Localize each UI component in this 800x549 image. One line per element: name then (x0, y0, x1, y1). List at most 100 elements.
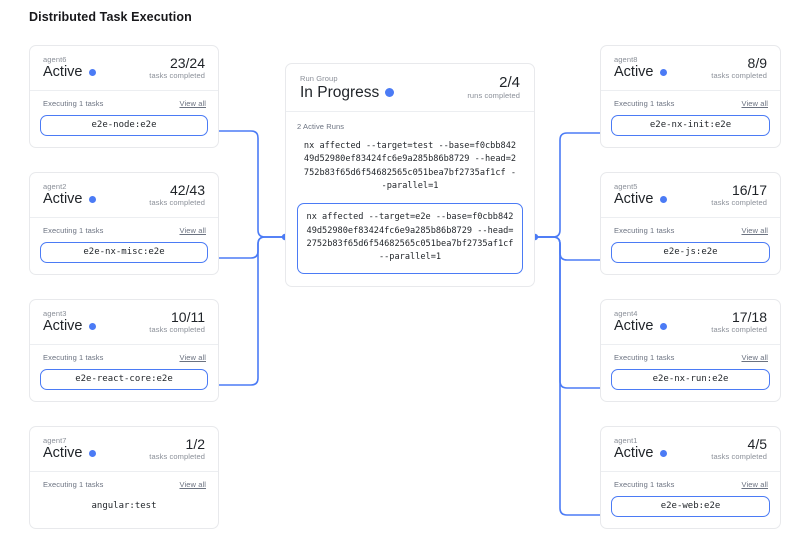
agent-status: Active (43, 445, 96, 462)
status-dot-icon (659, 196, 667, 204)
agent-card-body: Executing 1 tasks View all e2e-web:e2e (601, 472, 780, 528)
connector-right-agent8 (534, 132, 609, 238)
executing-label: Executing 1 tasks (614, 352, 675, 362)
agent-task-count: 17/18 (731, 309, 767, 325)
status-dot-icon (88, 196, 96, 204)
agent-card-header: agent7 Active 1/2 tasks completed (30, 427, 218, 472)
agent-task-count: 16/17 (731, 182, 767, 198)
agent-status-label: Active (43, 445, 83, 461)
agent-name: agent7 (43, 436, 67, 445)
executing-label: Executing 1 tasks (614, 225, 675, 235)
status-dot-icon (659, 69, 667, 77)
agent-status: Active (614, 445, 667, 462)
view-all-link[interactable]: View all (179, 352, 206, 362)
agent-card-header: agent2 Active 42/43 tasks completed (30, 173, 218, 218)
status-dot-icon (385, 88, 395, 98)
agent-status: Active (43, 318, 96, 335)
status-dot-icon (659, 450, 667, 458)
status-dot-icon (88, 450, 96, 458)
executing-label: Executing 1 tasks (43, 225, 104, 235)
agent-task-count: 42/43 (169, 182, 205, 198)
agent-task-count-label: tasks completed (711, 198, 767, 208)
agent-card-body: Executing 1 tasks View all angular:test (30, 472, 218, 528)
run-group-header: Run Group In Progress 2/4 runs completed (286, 64, 534, 113)
view-all-link[interactable]: View all (741, 98, 768, 108)
run-group-status: In Progress (300, 84, 395, 101)
executing-label: Executing 1 tasks (43, 479, 104, 489)
agent-card-header: agent6 Active 23/24 tasks completed (30, 46, 218, 91)
page-title: Distributed Task Execution (29, 10, 192, 24)
agent-task-count: 8/9 (747, 55, 767, 71)
agent-card-agent2[interactable]: agent2 Active 42/43 tasks completed Exec… (29, 172, 219, 275)
agent-task-count-label: tasks completed (711, 325, 767, 335)
agent-card-agent8[interactable]: agent8 Active 8/9 tasks completed Execut… (600, 45, 781, 148)
agent-task-count: 10/11 (171, 309, 205, 325)
agent-task-count-label: tasks completed (149, 71, 205, 81)
agent-card-header: agent8 Active 8/9 tasks completed (601, 46, 780, 91)
executing-label: Executing 1 tasks (43, 98, 104, 108)
agent-task-count-label: tasks completed (149, 198, 205, 208)
running-task-pill[interactable]: e2e-node:e2e (40, 114, 208, 136)
running-task-pill[interactable]: e2e-nx-run:e2e (611, 368, 770, 390)
agent-card-body: Executing 1 tasks View all e2e-nx-misc:e… (30, 218, 218, 274)
agent-card-agent7[interactable]: agent7 Active 1/2 tasks completed Execut… (29, 426, 219, 529)
connector-left-agent3 (210, 236, 286, 386)
run-group-card[interactable]: Run Group In Progress 2/4 runs completed… (285, 63, 535, 287)
agent-status-label: Active (43, 318, 83, 334)
executing-label: Executing 1 tasks (614, 98, 675, 108)
view-all-link[interactable]: View all (741, 352, 768, 362)
running-task-pill[interactable]: e2e-nx-misc:e2e (40, 241, 208, 263)
agent-card-agent6[interactable]: agent6 Active 23/24 tasks completed Exec… (29, 45, 219, 148)
agent-name: agent5 (614, 182, 638, 191)
run-group-body: 2 Active Runs nx affected --target=test … (286, 112, 534, 286)
agent-card-body: Executing 1 tasks View all e2e-nx-run:e2… (601, 345, 780, 401)
agent-status: Active (43, 191, 96, 208)
running-task-label[interactable]: angular:test (91, 501, 157, 512)
running-task-pill[interactable]: e2e-web:e2e (611, 495, 770, 517)
run-group-status-label: In Progress (300, 84, 380, 101)
agent-card-body: Executing 1 tasks View all e2e-nx-init:e… (601, 91, 780, 147)
active-runs-label: 2 Active Runs (297, 122, 345, 132)
agent-status: Active (614, 318, 667, 335)
running-task-pill[interactable]: e2e-js:e2e (611, 241, 770, 263)
run-command-e2e[interactable]: nx affected --target=e2e --base=f0cbb842… (297, 203, 523, 274)
agent-card-header: agent4 Active 17/18 tasks completed (601, 300, 780, 345)
view-all-link[interactable]: View all (741, 225, 768, 235)
view-all-link[interactable]: View all (741, 479, 768, 489)
agent-status: Active (614, 64, 667, 81)
agent-card-agent4[interactable]: agent4 Active 17/18 tasks completed Exec… (600, 299, 781, 402)
connector-left-agent2 (210, 236, 286, 259)
agent-task-count-label: tasks completed (711, 71, 767, 81)
view-all-link[interactable]: View all (179, 98, 206, 108)
agent-status-label: Active (614, 318, 654, 334)
executing-label: Executing 1 tasks (614, 479, 675, 489)
run-command-test[interactable]: nx affected --target=test --base=f0cbb84… (303, 141, 517, 191)
agent-card-agent5[interactable]: agent5 Active 16/17 tasks completed Exec… (600, 172, 781, 275)
status-dot-icon (88, 69, 96, 77)
agent-status-label: Active (43, 191, 83, 207)
agent-card-body: Executing 1 tasks View all e2e-js:e2e (601, 218, 780, 274)
agent-status: Active (43, 64, 96, 81)
status-dot-icon (659, 323, 667, 331)
agent-status-label: Active (614, 445, 654, 461)
status-dot-icon (88, 323, 96, 331)
view-all-link[interactable]: View all (179, 225, 206, 235)
connector-left-agent6 (210, 130, 286, 238)
agent-task-count-label: tasks completed (149, 452, 205, 462)
agent-status-label: Active (614, 64, 654, 80)
agent-name: agent3 (43, 309, 67, 318)
running-task-pill[interactable]: e2e-nx-init:e2e (611, 114, 770, 136)
view-all-link[interactable]: View all (179, 479, 206, 489)
agent-name: agent2 (43, 182, 67, 191)
agent-card-header: agent5 Active 16/17 tasks completed (601, 173, 780, 218)
agent-status-label: Active (43, 64, 83, 80)
agent-task-count: 23/24 (169, 55, 205, 71)
agent-card-body: Executing 1 tasks View all e2e-node:e2e (30, 91, 218, 147)
agent-card-body: Executing 1 tasks View all e2e-react-cor… (30, 345, 218, 401)
agent-card-agent3[interactable]: agent3 Active 10/11 tasks completed Exec… (29, 299, 219, 402)
agent-card-header: agent3 Active 10/11 tasks completed (30, 300, 218, 345)
running-task-pill[interactable]: e2e-react-core:e2e (40, 368, 208, 390)
agent-card-agent1[interactable]: agent1 Active 4/5 tasks completed Execut… (600, 426, 781, 529)
run-group-count-label: runs completed (467, 91, 520, 101)
